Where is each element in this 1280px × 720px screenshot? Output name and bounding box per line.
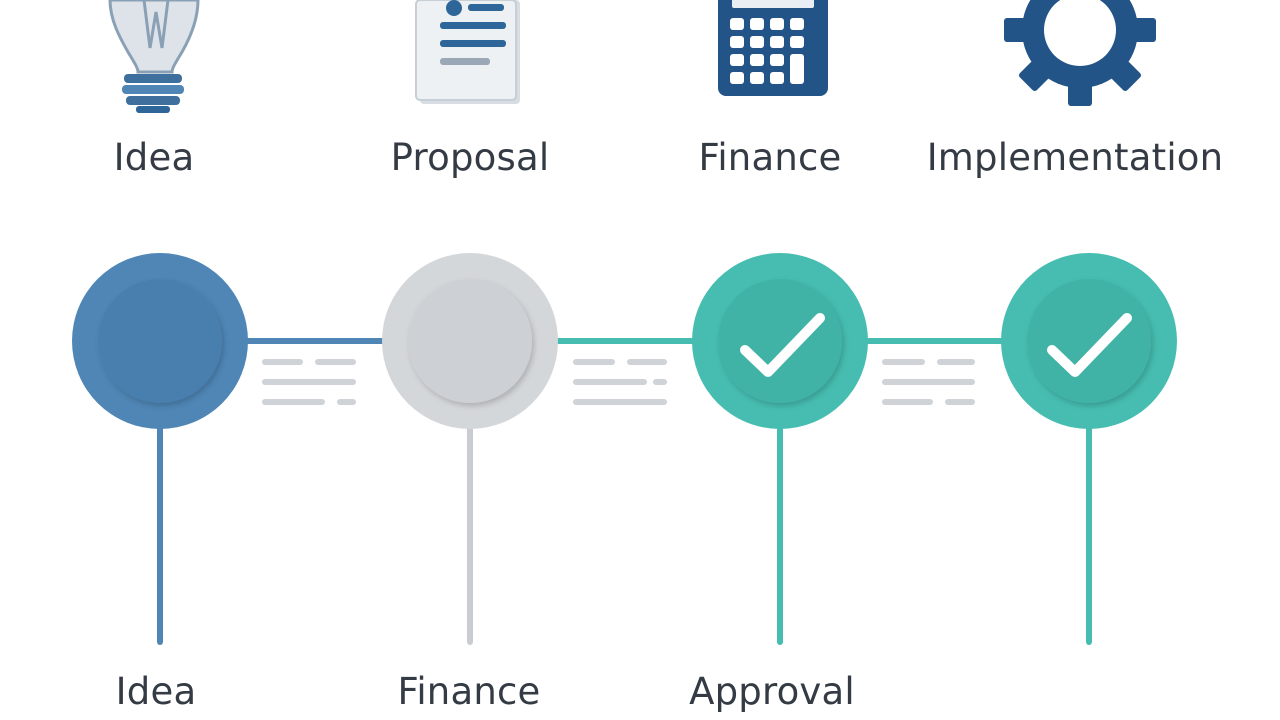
placeholder-lines-3	[882, 359, 975, 405]
top-label-finance: Finance	[698, 136, 842, 179]
node-idea	[72, 253, 248, 429]
placeholder-lines-2	[573, 359, 667, 405]
node-proposal	[382, 253, 558, 429]
checkmark-icon	[1047, 313, 1132, 377]
top-label-implementation: Implementation	[926, 136, 1224, 179]
bottom-label-idea: Idea	[115, 670, 197, 713]
node-finance	[692, 253, 868, 429]
gear-icon	[1000, 0, 1160, 114]
document-icon	[412, 0, 532, 114]
calculator-icon	[714, 0, 834, 104]
bottom-label-finance: Finance	[397, 670, 541, 713]
top-label-idea: Idea	[113, 136, 195, 179]
node-implementation	[1001, 253, 1177, 429]
bottom-label-approval: Approval	[689, 670, 855, 713]
lightbulb-icon	[100, 0, 210, 124]
top-label-proposal: Proposal	[390, 136, 550, 179]
placeholder-lines-1	[262, 359, 356, 405]
checkmark-icon	[740, 313, 825, 377]
